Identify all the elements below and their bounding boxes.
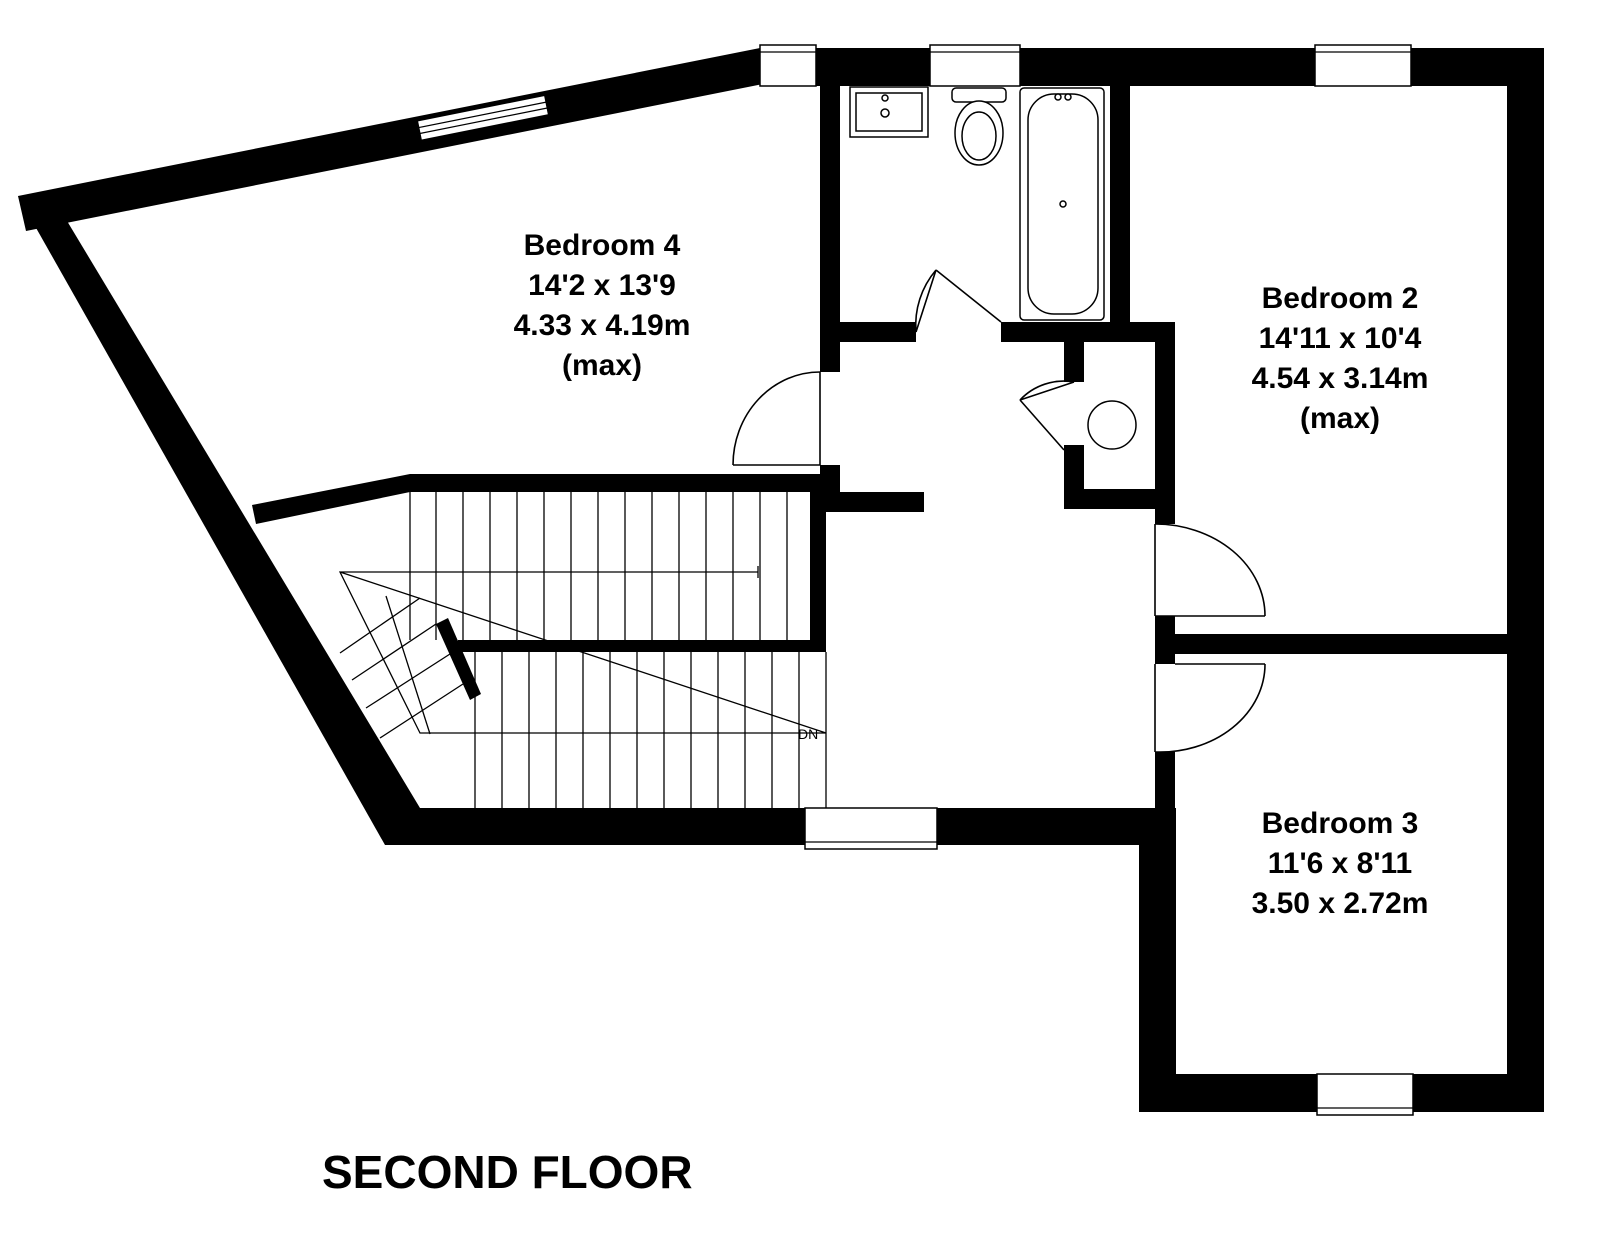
room-size-imperial: 14'2 x 13'9 xyxy=(528,269,676,302)
room-bedroom-4: Bedroom 4 14'2 x 13'9 4.33 x 4.19m (max) xyxy=(514,229,691,382)
window-bedroom2 xyxy=(1314,44,1412,87)
east-wall xyxy=(1507,48,1544,1112)
stairs-direction-label: DN xyxy=(798,726,818,742)
doors xyxy=(732,269,1266,753)
south-wall-stairs-landing xyxy=(385,808,1165,845)
cupboard-tank xyxy=(1087,400,1137,450)
bath xyxy=(1019,87,1105,321)
cupboard-west-wall xyxy=(1064,342,1084,382)
bedroom3-west-wall-upper xyxy=(1155,752,1175,822)
bedroom2-west-wall-lower xyxy=(1155,616,1175,664)
window-bedroom3 xyxy=(1316,1073,1414,1116)
stairwell-top-wall xyxy=(410,474,826,492)
room-note: (max) xyxy=(1300,402,1380,435)
room-name: Bedroom 4 xyxy=(524,229,681,262)
cupboard-south-wall xyxy=(1064,489,1155,509)
stair-spine-slant xyxy=(436,618,481,700)
room-bedroom-2: Bedroom 2 14'11 x 10'4 4.54 x 3.14m (max… xyxy=(1252,282,1429,435)
stairwell-east-wall xyxy=(810,492,826,650)
door-bedroom4 xyxy=(732,371,821,466)
room-bedroom-3: Bedroom 3 11'6 x 8'11 3.50 x 2.72m xyxy=(1252,807,1429,920)
bathroom-fixtures xyxy=(849,86,1137,450)
bathroom-east-wall xyxy=(1110,86,1130,326)
room-note: (max) xyxy=(562,349,642,382)
top-wall xyxy=(760,48,1544,86)
door-cupboard xyxy=(1019,380,1075,451)
bathroom-west-wall xyxy=(820,86,840,372)
window-landing-south xyxy=(804,807,938,850)
windows xyxy=(416,44,1414,1116)
basin xyxy=(849,86,929,138)
room-size-metric: 3.50 x 2.72m xyxy=(1252,887,1429,920)
door-bedroom2 xyxy=(1154,523,1266,617)
stair-spine-wall xyxy=(458,640,826,652)
window-bedroom4 xyxy=(416,94,550,142)
door-bathroom xyxy=(914,269,1002,333)
bedroom3-west-wall xyxy=(1139,808,1176,1112)
bedroom4-north-wall xyxy=(18,48,768,231)
west-slanted-wall xyxy=(18,196,420,845)
room-size-imperial: 14'11 x 10'4 xyxy=(1259,322,1422,355)
bathroom-south-wall-right xyxy=(1001,322,1175,342)
room-name: Bedroom 3 xyxy=(1262,807,1419,840)
room-size-metric: 4.54 x 3.14m xyxy=(1252,362,1429,395)
interior-walls xyxy=(252,86,1507,822)
bedroom2-west-wall-upper xyxy=(1155,322,1175,524)
bedroom4-south-wall xyxy=(252,474,410,524)
exterior-walls xyxy=(18,48,1544,1112)
landing-stub-wall xyxy=(820,492,924,512)
bedroom2-bedroom3-divider xyxy=(1175,634,1507,654)
toilet xyxy=(951,87,1007,166)
door-bedroom3 xyxy=(1154,663,1266,753)
room-name: Bedroom 2 xyxy=(1262,282,1419,315)
floor-title: SECOND FLOOR xyxy=(322,1146,693,1198)
room-size-imperial: 11'6 x 8'11 xyxy=(1268,847,1412,880)
room-size-metric: 4.33 x 4.19m xyxy=(514,309,691,342)
staircase xyxy=(338,492,827,808)
window-landing-top xyxy=(759,44,817,87)
window-bathroom xyxy=(929,44,1021,87)
bathroom-south-wall-left xyxy=(820,322,916,342)
